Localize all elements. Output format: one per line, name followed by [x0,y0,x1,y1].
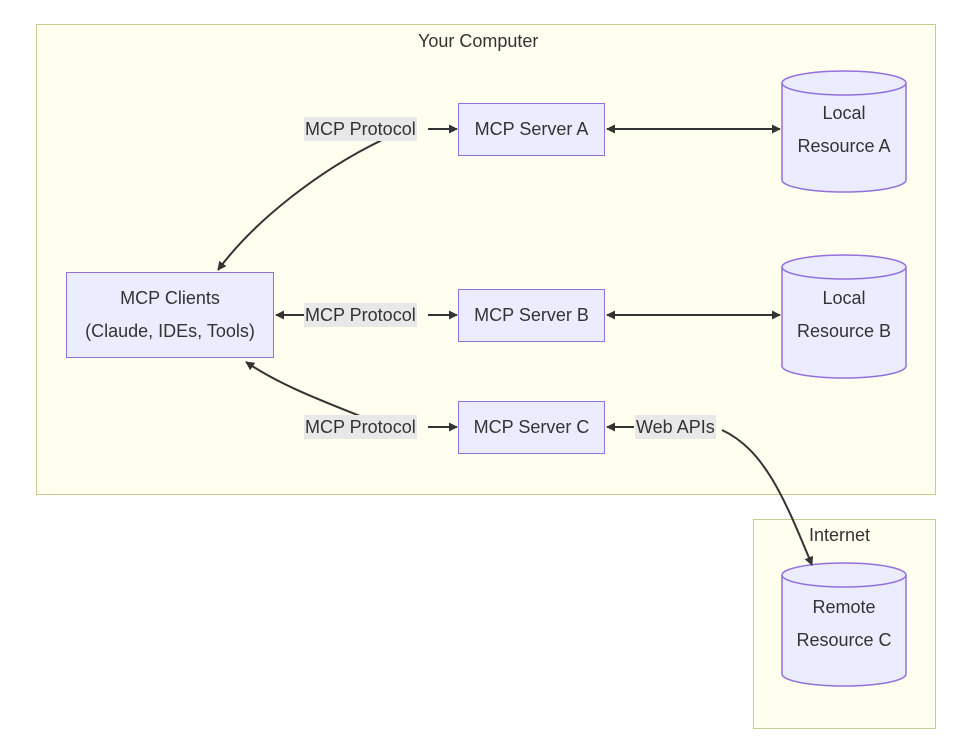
edge-web-apis-resource-c [721,429,814,566]
database-cylinder-b [781,254,907,379]
resource-c-line2: Resource C [796,630,892,650]
resource-a-line1: Local [822,103,866,123]
resource-b-line2: Resource B [796,321,892,341]
database-cylinder-a [781,70,907,193]
node-mcp-clients-title: MCP Clients [120,288,220,308]
resource-b-line1: Local [822,288,866,308]
node-mcp-server-a: MCP Server A [458,103,605,156]
resource-c-line1: Remote [812,597,876,617]
node-local-resource-a: Local Resource A [782,97,906,163]
edge-label-web-apis: Web APIs [635,415,716,439]
database-cylinder-c [781,562,907,687]
node-mcp-server-c: MCP Server C [458,401,605,454]
edge-label-protocol-a: MCP Protocol [304,117,417,141]
cluster-title-your-computer: Your Computer [418,31,539,51]
node-local-resource-b: Local Resource B [782,282,906,348]
resource-a-line2: Resource A [797,136,891,156]
edge-label-protocol-b: MCP Protocol [304,303,417,327]
cluster-title-internet: Internet [809,525,871,545]
edge-protocol-a-to-clients [217,139,383,271]
node-remote-resource-c: Remote Resource C [782,591,906,657]
node-mcp-clients-subtitle: (Claude, IDEs, Tools) [85,321,255,341]
node-mcp-server-b: MCP Server B [458,289,605,342]
edge-label-protocol-c: MCP Protocol [304,415,417,439]
edge-protocol-c-to-clients [245,361,361,417]
node-mcp-clients: MCP Clients (Claude, IDEs, Tools) [66,272,274,358]
